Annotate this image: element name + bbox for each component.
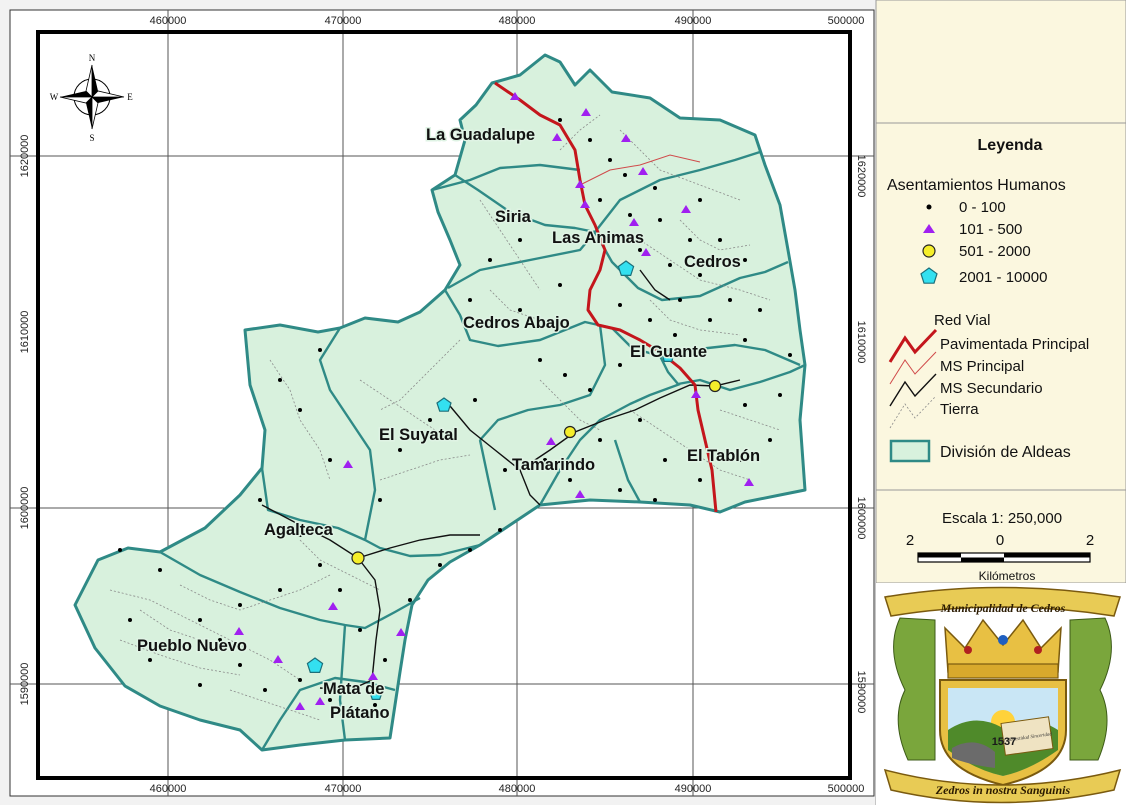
legend-triangle-icon [923, 224, 935, 233]
municipal-seal: 1537 [883, 586, 1122, 804]
x-tick-top-470000: 470000 [325, 15, 362, 27]
label-el-tablon: El Tablón [687, 447, 760, 465]
x-tick-top-500000: 500000 [828, 15, 865, 27]
scale-left: 2 [906, 532, 914, 549]
legend-settlement-0-100: 0 - 100 [959, 199, 1006, 216]
x-tick-bottom-490000: 490000 [675, 783, 712, 795]
x-tick-bottom-500000: 500000 [828, 783, 865, 795]
x-tick-top-460000: 460000 [150, 15, 187, 27]
legend-settlements-title: Asentamientos Humanos [887, 177, 1066, 194]
legend-roads-title: Red Vial [934, 312, 990, 329]
x-tick-top-490000: 490000 [675, 15, 712, 27]
x-tick-bottom-460000: 460000 [150, 783, 187, 795]
compass-w: W [50, 92, 59, 102]
label-pueblo-nuevo: Pueblo Nuevo [137, 637, 247, 655]
scale-unit: Kilómetros [979, 569, 1036, 583]
scale-right: 2 [1086, 532, 1094, 549]
y-tick-right-1590000: 1590000 [855, 671, 867, 714]
x-tick-bottom-470000: 470000 [325, 783, 362, 795]
legend-settlement-2001-10000: 2001 - 10000 [959, 269, 1047, 286]
label-cedros-abajo: Cedros Abajo [463, 314, 570, 332]
compass-s: S [89, 133, 94, 143]
seal-top-text: Municipalidad de Cedros [940, 601, 1066, 615]
settlements-2001-10000 [306, 260, 675, 700]
label-cedros: Cedros [684, 253, 741, 271]
legend-paved-road-icon [888, 328, 938, 363]
legend-division: División de Aldeas [940, 444, 1071, 461]
settlements-0-100 [118, 95, 792, 707]
y-tick-left-1610000: 1610000 [19, 311, 31, 354]
legend-pentagon-icon [920, 267, 938, 284]
aldea-labels: La Guadalupe Siria Las Animas Cedros Ced… [136, 125, 762, 724]
label-tamarindo: Tamarindo [512, 456, 595, 474]
label-las-animas: Las Animas [552, 229, 644, 247]
roads-ms-secundario [261, 269, 741, 691]
y-tick-right-1600000: 1600000 [855, 497, 867, 540]
legend-road-tierra: Tierra [940, 401, 979, 418]
y-tick-right-1610000: 1610000 [855, 321, 867, 364]
settlements-101-500 [234, 92, 754, 710]
legend-division-icon [889, 439, 931, 463]
legend-settlement-501-2000: 501 - 2000 [959, 243, 1031, 260]
label-platano: Plátano [330, 704, 390, 722]
scale-mid: 0 [996, 532, 1004, 549]
seal-bottom-text: Zedros in nostra Sanguinis [935, 783, 1071, 797]
legend-road-ms-secundario: MS Secundario [940, 380, 1043, 397]
compass-n: N [89, 53, 96, 63]
legend-dot-icon [926, 204, 932, 210]
y-axis-labels-right: 1620000 1610000 1600000 1590000 [855, 155, 867, 714]
seal-year: 1537 [992, 736, 1016, 748]
roads-ms-principal [579, 154, 701, 186]
legend-settlement-101-500: 101 - 500 [959, 221, 1022, 238]
legend-title: Leyenda [978, 137, 1043, 154]
label-mata-de: Mata de [323, 680, 384, 698]
map-neatline [36, 30, 852, 780]
roads-tierra [109, 114, 781, 721]
legend-road-pavimentada: Pavimentada Principal [940, 336, 1089, 353]
y-tick-left-1590000: 1590000 [19, 663, 31, 706]
legend-road-ms-principal: MS Principal [940, 358, 1024, 375]
compass-e: E [127, 92, 133, 102]
scale-bar [917, 552, 1091, 563]
x-tick-bottom-480000: 480000 [499, 783, 536, 795]
compass-rose-icon: N S E W [50, 53, 134, 143]
y-tick-right-1620000: 1620000 [855, 155, 867, 198]
label-el-guante: El Guante [630, 343, 707, 361]
legend-ms-secundario-icon [889, 373, 937, 407]
legend-circle-icon [922, 244, 936, 258]
label-siria: Siria [495, 208, 532, 226]
y-axis-labels-left: 1620000 1610000 1600000 1590000 [19, 135, 31, 706]
y-tick-left-1620000: 1620000 [19, 135, 31, 178]
label-la-guadalupe: La Guadalupe [426, 126, 535, 144]
legend-tierra-icon [889, 395, 937, 429]
label-agalteca: Agalteca [264, 521, 334, 539]
scale-title: Escala 1: 250,000 [942, 510, 1062, 527]
settlements-501-2000 [351, 379, 722, 565]
x-tick-top-480000: 480000 [499, 15, 536, 27]
x-axis-labels: 460000 470000 480000 490000 500000 46000… [150, 15, 865, 795]
y-tick-left-1600000: 1600000 [19, 487, 31, 530]
label-el-suyatal: El Suyatal [379, 426, 458, 444]
legend-ms-principal-icon [889, 351, 937, 385]
